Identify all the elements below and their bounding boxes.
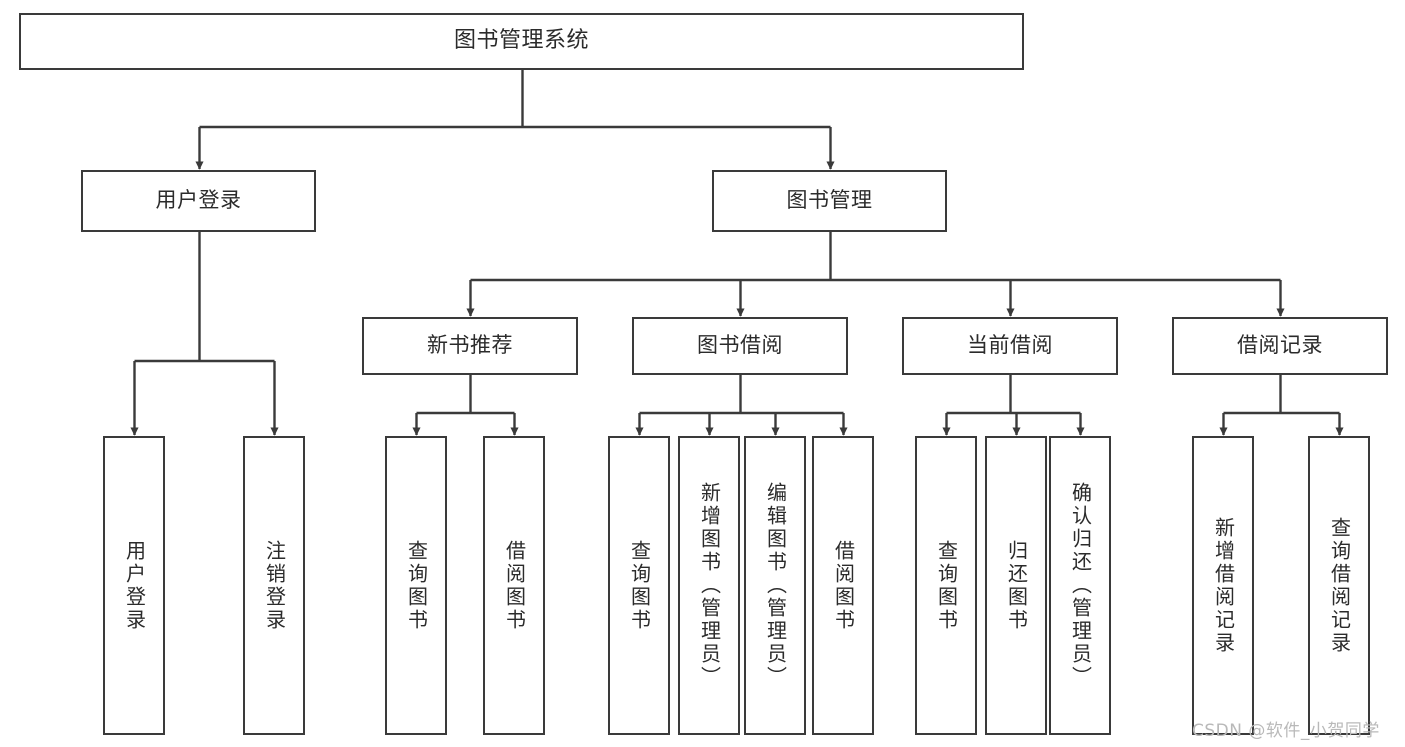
node-l_bk_add[interactable]: 新增图书（管理员）	[678, 436, 740, 735]
node-label: 新增图书（管理员）	[697, 482, 722, 689]
node-login[interactable]: 用户登录	[81, 170, 316, 232]
node-current[interactable]: 当前借阅	[902, 317, 1118, 375]
node-label: 查询借阅记录	[1327, 516, 1352, 655]
node-label: 归还图书	[1004, 539, 1029, 632]
node-label: 图书借阅	[697, 333, 783, 358]
node-label: 注销登录	[262, 539, 287, 632]
node-l_cur_confirm[interactable]: 确认归还（管理员）	[1049, 436, 1111, 735]
node-l_rec_add[interactable]: 新增借阅记录	[1192, 436, 1254, 735]
node-l_nb_borrow[interactable]: 借阅图书	[483, 436, 545, 735]
node-label: 当前借阅	[967, 333, 1053, 358]
node-label: 用户登录	[122, 539, 147, 632]
node-label: 借阅图书	[502, 539, 527, 632]
node-l_nb_query[interactable]: 查询图书	[385, 436, 447, 735]
node-label: 编辑图书（管理员）	[763, 482, 788, 689]
node-l_cur_query[interactable]: 查询图书	[915, 436, 977, 735]
node-label: 查询图书	[404, 539, 429, 632]
node-newbook[interactable]: 新书推荐	[362, 317, 578, 375]
node-bookmgmt[interactable]: 图书管理	[712, 170, 947, 232]
node-l_user_login[interactable]: 用户登录	[103, 436, 165, 735]
node-l_bk_query[interactable]: 查询图书	[608, 436, 670, 735]
node-root[interactable]: 图书管理系统	[19, 13, 1024, 70]
node-l_cur_return[interactable]: 归还图书	[985, 436, 1047, 735]
node-l_rec_query[interactable]: 查询借阅记录	[1308, 436, 1370, 735]
node-borrow[interactable]: 图书借阅	[632, 317, 848, 375]
node-l_user_logout[interactable]: 注销登录	[243, 436, 305, 735]
node-label: 借阅记录	[1237, 333, 1323, 358]
node-label: 借阅图书	[831, 539, 856, 632]
node-label: 查询图书	[934, 539, 959, 632]
node-l_bk_borrow[interactable]: 借阅图书	[812, 436, 874, 735]
csdn-watermark: CSDN @软件_小贺同学	[1192, 721, 1380, 741]
node-label: 图书管理	[786, 188, 873, 213]
node-l_bk_edit[interactable]: 编辑图书（管理员）	[744, 436, 806, 735]
node-label: 用户登录	[155, 188, 242, 213]
node-label: 确认归还（管理员）	[1068, 482, 1093, 689]
node-label: 新书推荐	[427, 333, 513, 358]
node-records[interactable]: 借阅记录	[1172, 317, 1388, 375]
node-label: 图书管理系统	[453, 28, 589, 54]
node-label: 新增借阅记录	[1211, 516, 1236, 655]
node-label: 查询图书	[627, 539, 652, 632]
